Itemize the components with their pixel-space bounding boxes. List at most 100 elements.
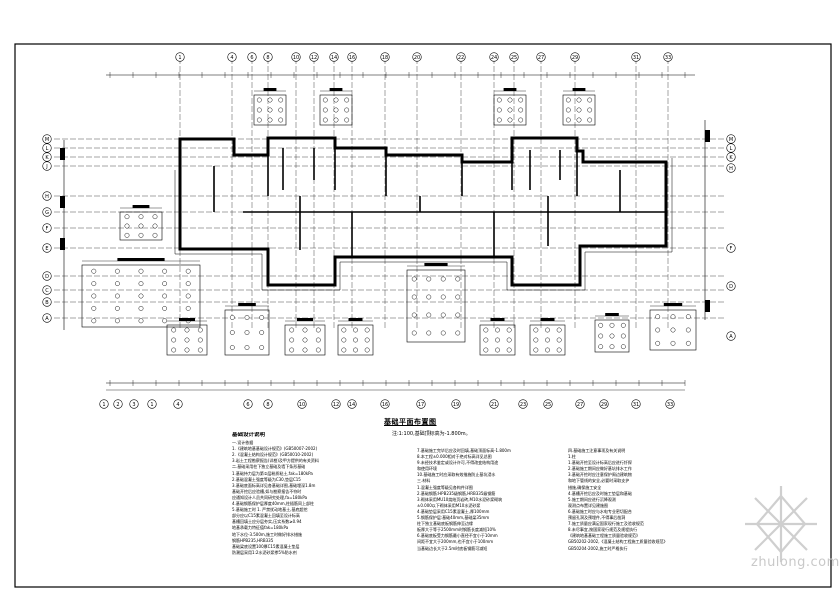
pile-mark <box>171 327 177 333</box>
axis-bubble-top-label: 14 <box>331 55 337 61</box>
axis-bubble-right-label: H <box>729 166 733 172</box>
note-line: 和使用环境 <box>417 466 437 472</box>
pile-mark <box>518 117 524 123</box>
pile-mark <box>184 327 190 333</box>
axis-bubble-top <box>291 52 301 62</box>
pile-mark <box>620 322 626 328</box>
axis-bubble-bottom-label: 29 <box>601 402 607 408</box>
axis-bubble-top-label: 18 <box>382 55 388 61</box>
note-line: 当基础边长大于2.5m时底板钢筋可减短 <box>417 545 488 551</box>
pile-mark <box>256 97 262 103</box>
pile-mark <box>152 214 158 220</box>
pile-mark <box>333 97 339 103</box>
axis-bubble-bottom <box>665 399 675 409</box>
footing-detail <box>224 309 270 356</box>
axis-bubble-right-label: L <box>730 146 733 152</box>
axis-bubble-left-label: E <box>45 246 48 252</box>
pile-mark <box>533 337 539 343</box>
pile-mark <box>576 97 582 103</box>
pile-mark <box>440 330 446 336</box>
axis-bubble-bottom-label: 3 <box>132 402 135 408</box>
axis-bubble-bottom <box>173 399 183 409</box>
pile-mark <box>267 97 273 103</box>
note-line: 地基承载力特征值fak=180kPa <box>232 525 289 531</box>
note-line: 8.未尽事宜,按国家现行规范及规程执行 <box>568 527 638 533</box>
axis-bubble-left <box>42 191 52 201</box>
pile-mark <box>353 337 358 343</box>
note-line: 1.基础持力层为第②层粉质粘土,fak=180kPa <box>232 470 313 476</box>
pile-mark <box>185 281 191 287</box>
pile-mark <box>259 315 265 320</box>
pile-mark <box>440 294 446 300</box>
axis-bubble-top <box>570 52 580 62</box>
pile-mark <box>565 107 571 113</box>
pile-mark <box>124 214 130 220</box>
axis-bubble-bottom-label: 25 <box>545 402 551 408</box>
pile-mark <box>152 223 158 229</box>
axis-bubble-top <box>412 52 422 62</box>
pile-mark <box>685 340 691 346</box>
detail-label-mark <box>605 313 619 316</box>
pile-mark <box>411 330 417 336</box>
axis-bubble-right-label: A <box>729 334 733 340</box>
axis-bubble-bottom-label: 2 <box>116 402 119 408</box>
pile-mark <box>138 281 144 287</box>
pile-mark <box>302 347 308 353</box>
footing-detail <box>529 324 566 356</box>
axis-bubble-top-label: 31 <box>633 55 639 61</box>
pile-mark <box>483 327 489 333</box>
axis-bubble-top <box>227 52 237 62</box>
axis-bubble-left-label: D <box>45 274 49 280</box>
axis-bubble-top <box>509 52 519 62</box>
note-line: 2.基础混凝土强度等级为C30,垫层C15 <box>232 476 301 482</box>
pile-mark <box>670 327 676 333</box>
pile-mark <box>655 314 661 320</box>
axis-bubble-bottom <box>451 399 461 409</box>
pile-mark <box>483 337 489 343</box>
note-line: GB50202-2002,《混凝土结构工程施工质量验收规范》 <box>568 539 668 545</box>
zhulong-logo-icon <box>745 486 817 562</box>
pile-mark <box>533 327 539 333</box>
axis-bubble-bottom-label: 23 <box>520 402 526 408</box>
pile-mark <box>333 117 339 123</box>
note-line: 基础开挖后应验槽,如与勘察报告不符时 <box>232 488 302 494</box>
dim-block <box>705 300 710 312</box>
pile-mark <box>333 107 339 113</box>
pile-mark <box>91 305 97 311</box>
pile-mark <box>114 281 120 287</box>
note-line: 7.施工质量应满足国家现行施工及验收规范 <box>568 521 644 527</box>
axis-bubble-left <box>42 297 52 307</box>
pile-mark <box>185 268 191 274</box>
pile-mark <box>609 333 615 339</box>
pile-mark <box>185 293 191 299</box>
pile-mark <box>364 327 370 333</box>
note-line: 5.基础施工时 1. 严禁扰动地基土,基底超挖 <box>232 507 308 513</box>
pile-mark <box>185 305 191 311</box>
pile-mark <box>496 107 502 113</box>
axis-bubble-right-label: K <box>729 155 733 161</box>
pile-mark <box>322 107 328 113</box>
pile-mark <box>587 117 593 123</box>
pile-mark <box>496 97 502 103</box>
pile-mark <box>576 107 582 113</box>
axis-bubble-bottom <box>543 399 553 409</box>
axis-bubble-bottom <box>331 399 341 409</box>
note-line: 板厚大于等于2500mm时钢筋长度减短10% <box>417 527 496 533</box>
note-line: 地下水位-3.500m,施工时做好排水措施 <box>232 531 303 537</box>
pile-mark <box>162 318 168 324</box>
foundation-outline <box>178 136 668 287</box>
axis-bubble-left-label: K <box>45 155 49 161</box>
pile-mark <box>256 117 262 123</box>
pile-mark <box>197 347 203 353</box>
axis-bubble-bottom-label: 17 <box>418 402 424 408</box>
axis-bubble-right <box>726 163 736 173</box>
pile-mark <box>138 214 144 220</box>
note-line: 钢筋HPB235,HRB335 <box>232 537 274 543</box>
detail-label-mark <box>132 205 150 208</box>
pile-mark <box>114 318 120 324</box>
axis-bubble-bottom-label: 16 <box>382 402 388 408</box>
sheet-border <box>14 43 832 588</box>
pile-mark <box>171 337 177 343</box>
